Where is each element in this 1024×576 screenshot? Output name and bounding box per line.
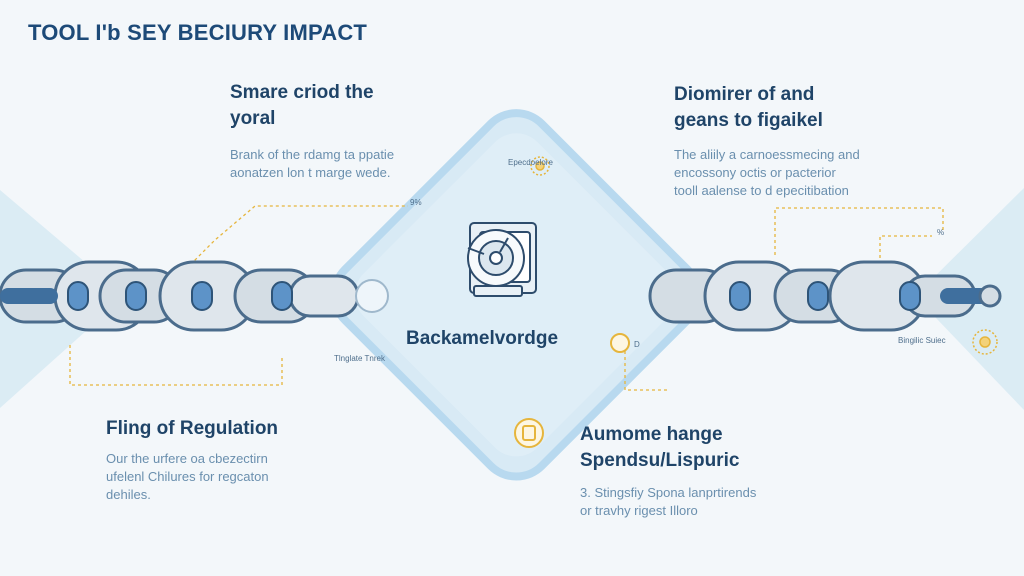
top-left-body: Brank of the rdamg ta ppatie aonatzen lo…	[230, 146, 460, 182]
body-line: Our the urfere oa cbezectirn	[106, 451, 268, 466]
left-chain	[0, 260, 389, 332]
top-left-block: Smare criod the yoral Brank of the rdamg…	[230, 80, 460, 182]
heading-line: Aumome hange	[580, 424, 723, 445]
body-line: aonatzen lon t marge wede.	[230, 165, 391, 180]
center-label: Backamelvordge	[406, 328, 559, 349]
mid-right-small-label: Bingilic Suiec	[898, 336, 946, 345]
top-right-block: Diomirer of and geans to figaikel The al…	[674, 82, 934, 200]
heading-line: yoral	[230, 108, 276, 129]
top-right-body: The aliily a carnoessmecing and encosson…	[674, 146, 934, 200]
bottom-right-heading: Aumome hange Spendsu/Lispuric	[580, 422, 840, 474]
bottom-left-body: Our the urfere oa cbezectirn ufelenl Chi…	[106, 450, 346, 504]
chain-link	[288, 274, 360, 318]
body-line: encossony octis or pacterior	[674, 165, 836, 180]
heading-line: Fling of Regulation	[106, 418, 279, 439]
top-left-heading: Smare criod the yoral	[230, 80, 460, 132]
body-line: ufelenl Chilures for regcaton	[106, 469, 269, 484]
heading-line: Smare criod the	[230, 82, 374, 103]
page-title: TOOL I'b SEY BECIURY IMPACT	[28, 20, 368, 45]
heading-line: Diomirer of and	[674, 84, 815, 105]
pct-small-label: 9%	[410, 198, 422, 207]
top-right-marker-label: %	[937, 228, 945, 237]
coin-icon	[514, 418, 544, 448]
dashed-connectors	[69, 205, 944, 391]
badge-icon	[610, 333, 630, 353]
top-center-small-label: Epecdoelore	[508, 158, 553, 167]
center-right-small-label: D	[634, 340, 640, 349]
sun-icon	[530, 156, 550, 176]
body-line: tooll aalense to d epecitibation	[674, 183, 849, 198]
right-chain	[648, 260, 1002, 332]
body-line: 3. Stingsfiy Spona lanprtirends	[580, 485, 757, 500]
bottom-left-heading: Fling of Regulation	[106, 416, 346, 442]
body-line: dehiles.	[106, 487, 151, 502]
heading-line: Spendsu/Lispuric	[580, 450, 740, 471]
bottom-right-block: Aumome hange Spendsu/Lispuric 3. Stingsf…	[580, 422, 840, 520]
vault-document-icon	[467, 222, 537, 297]
top-right-heading: Diomirer of and geans to figaikel	[674, 82, 934, 134]
heading-line: geans to figaikel	[674, 110, 823, 131]
mid-left-small-label: Tlnglate Tnrek	[334, 354, 385, 363]
body-line: or travhy rigest Illoro	[580, 503, 698, 518]
chain-ring	[355, 279, 389, 313]
bottom-right-body: 3. Stingsfiy Spona lanprtirends or travh…	[580, 484, 840, 520]
body-line: Brank of the rdamg ta ppatie	[230, 147, 395, 162]
body-line: The aliily a carnoessmecing and	[674, 147, 860, 162]
bottom-left-block: Fling of Regulation Our the urfere oa cb…	[106, 416, 346, 504]
sun-icon	[972, 329, 998, 355]
